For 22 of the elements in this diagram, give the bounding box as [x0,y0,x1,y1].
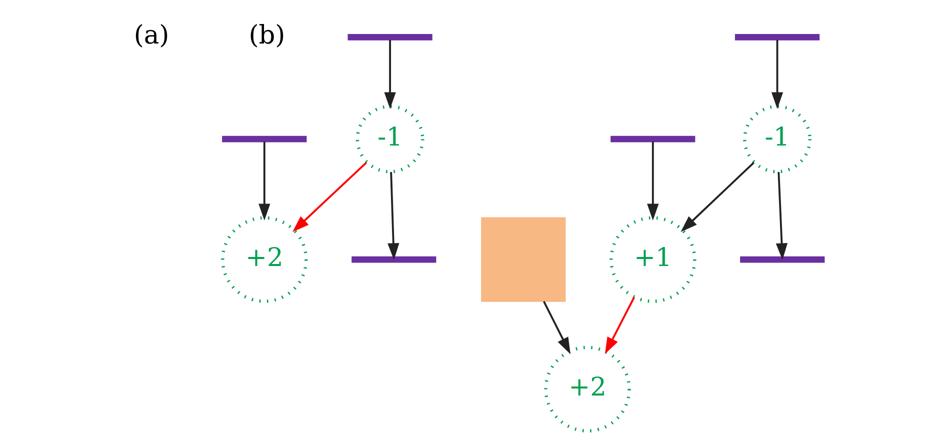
node-zigzag [348,34,432,40]
arrow [771,39,784,108]
arrow [680,161,755,232]
arrow [543,300,570,354]
label: (a) [134,20,170,50]
node-circle: -1 [356,104,424,173]
node-zigzag [222,135,307,142]
arrow [776,171,788,260]
arrow [292,161,368,232]
arrow [388,171,400,260]
label: (b) [248,20,286,50]
node-zigzag [740,256,825,262]
node-box [481,216,566,302]
arrow [604,296,636,354]
node-circle: -1 [743,104,812,173]
node-zigzag [352,256,436,262]
arrow [258,141,270,220]
node-zigzag [734,34,820,40]
arrow [384,39,396,108]
node-zigzag [610,135,696,142]
node-circle: +2 [544,345,631,432]
arrow [647,141,659,220]
